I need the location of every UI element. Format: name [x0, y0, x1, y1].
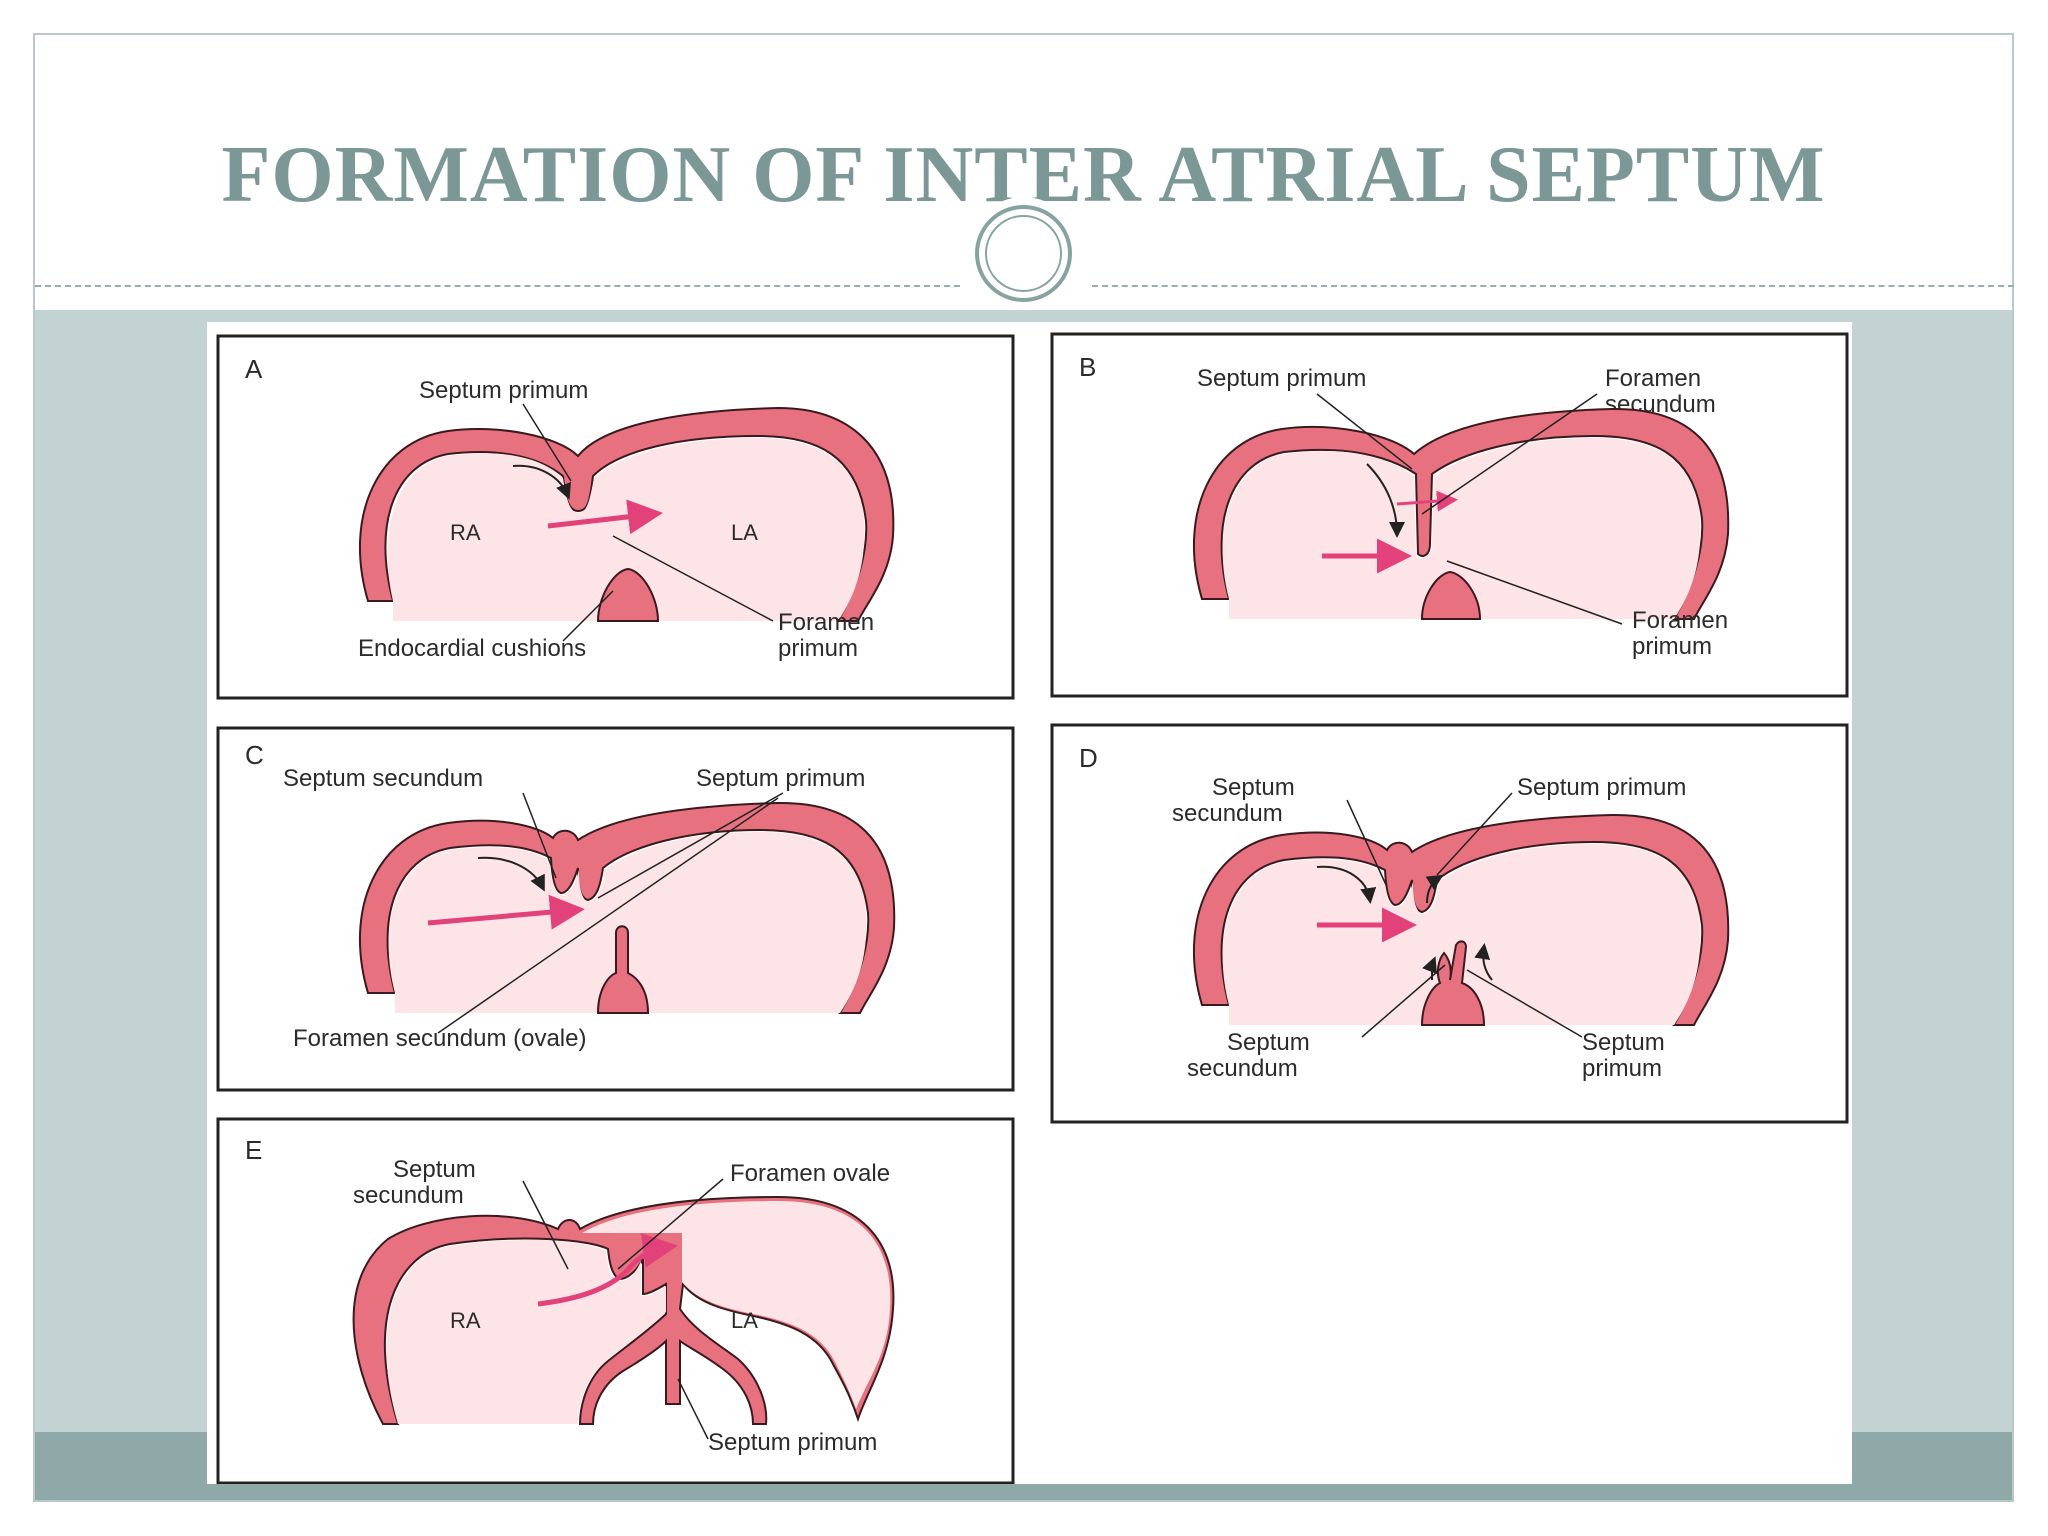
leader-septum-primum-e	[677, 1378, 709, 1440]
label-ra-e: RA	[450, 1308, 481, 1333]
label-septum-secundum-e-1: Septum	[393, 1156, 476, 1183]
growth-arrow-d-3	[1422, 956, 1437, 981]
growth-arrow-a	[512, 464, 571, 500]
label-foramen-primum-1: Foramen	[778, 609, 874, 636]
label-foramen-secundum-ovale: Foramen secundum (ovale)	[293, 1025, 586, 1052]
label-septum-primum-d-4: primum	[1582, 1055, 1662, 1082]
heart-a	[359, 406, 895, 622]
label-septum-primum-c: Septum primum	[696, 765, 865, 792]
panel-a: A Septum primum RA LA Endocardial cushio…	[216, 334, 1015, 700]
heart-d	[1193, 813, 1730, 1026]
panel-b: B Septum primum Foramen secundum Foramen…	[1050, 332, 1849, 698]
label-septum-secundum-d-3: Septum	[1227, 1029, 1310, 1056]
divider-ornament	[975, 205, 1072, 302]
label-septum-primum-b: Septum primum	[1197, 365, 1366, 392]
leader-septum-primum-c-2	[437, 797, 779, 1034]
label-ra: RA	[450, 520, 481, 545]
label-septum-secundum-c: Septum secundum	[283, 765, 483, 792]
heart-e-chamber	[386, 1201, 891, 1424]
flow-arrow-e	[537, 1232, 678, 1307]
endocardial-cushion-a	[596, 567, 660, 622]
label-la: LA	[731, 520, 758, 545]
leader-cushions-a	[562, 590, 614, 642]
panel-c-letter: C	[245, 740, 264, 770]
label-septum-secundum-e-2: secundum	[353, 1182, 464, 1209]
label-septum-primum: Septum primum	[419, 377, 588, 404]
heart-c-chamber	[388, 832, 867, 1013]
leader-septum-secundum-e	[522, 1180, 569, 1270]
divider-ornament-inner	[985, 215, 1062, 292]
leader-septum-primum-d-top	[1436, 792, 1513, 876]
panel-e-letter: E	[245, 1135, 262, 1165]
septum-stubs-d	[1420, 940, 1486, 1026]
growth-arrow-b	[1366, 463, 1405, 538]
flow-arrow-b-secundum	[1396, 490, 1458, 512]
divider-right	[1092, 285, 2014, 287]
leader-foramen-ovale-e	[617, 1178, 724, 1270]
heart-b	[1193, 407, 1730, 620]
septum-primum-stub-c	[596, 925, 650, 1014]
label-septum-secundum-d-2: secundum	[1172, 800, 1283, 827]
endocardial-cushion-b	[1420, 570, 1482, 620]
leader-foramen-primum-b	[1446, 560, 1623, 625]
growth-arrow-d-1	[1316, 865, 1377, 904]
leader-septum-secundum-d-top	[1346, 799, 1388, 888]
label-septum-primum-e: Septum primum	[708, 1429, 877, 1456]
heart-e	[352, 1195, 895, 1425]
panel-d-letter: D	[1079, 743, 1098, 773]
heart-d-chamber	[1222, 844, 1701, 1025]
label-foramen-secundum-1: Foramen	[1605, 365, 1701, 392]
leader-septum-primum-a	[522, 403, 572, 482]
leader-septum-secundum-c	[522, 792, 557, 879]
panel-b-letter: B	[1079, 352, 1096, 382]
leader-septum-primum-b	[1316, 393, 1413, 470]
leader-septum-primum-d-bottom	[1466, 969, 1583, 1038]
leader-foramen-secundum-b	[1421, 393, 1598, 515]
label-septum-secundum-d-1: Septum	[1212, 774, 1295, 801]
label-foramen-primum-b-2: primum	[1632, 633, 1712, 660]
label-foramen-ovale-e: Foramen ovale	[730, 1160, 890, 1187]
leader-foramen-primum-a	[612, 535, 774, 622]
leader-septum-primum-c-1	[597, 792, 784, 899]
heart-a-chamber	[387, 438, 865, 621]
panel-c: C Septum secundum Septum primum Foramen …	[216, 726, 1015, 1092]
flow-arrow-c	[427, 894, 585, 930]
panel-e: E Septum secundum Foramen ovale RA LA Se…	[216, 1117, 1015, 1484]
label-endocardial-cushions: Endocardial cushions	[358, 635, 586, 662]
label-foramen-primum-2: primum	[778, 635, 858, 662]
label-septum-primum-d-top: Septum primum	[1517, 774, 1686, 801]
panel-a-letter: A	[245, 354, 263, 384]
leader-septum-secundum-d-bottom	[1361, 964, 1446, 1038]
growth-arrow-c	[477, 856, 545, 892]
heart-c	[359, 801, 896, 1014]
growth-arrow-d-2	[1425, 874, 1444, 904]
septum-diagram: A Septum primum RA LA Endocardial cushio…	[216, 332, 1849, 1484]
label-septum-secundum-d-4: secundum	[1187, 1055, 1298, 1082]
flow-arrow-a	[547, 499, 663, 535]
label-septum-primum-d-3: Septum	[1582, 1029, 1665, 1056]
heart-b-chamber	[1222, 438, 1701, 619]
divider-left	[35, 285, 960, 287]
label-la-e: LA	[731, 1308, 758, 1333]
growth-arrow-d-4	[1474, 943, 1493, 981]
label-foramen-primum-b-1: Foramen	[1632, 607, 1728, 634]
panel-d: D Septum secundum Septum primum Septum s…	[1050, 723, 1849, 1124]
figure-area: A Septum primum RA LA Endocardial cushio…	[207, 322, 1852, 1484]
